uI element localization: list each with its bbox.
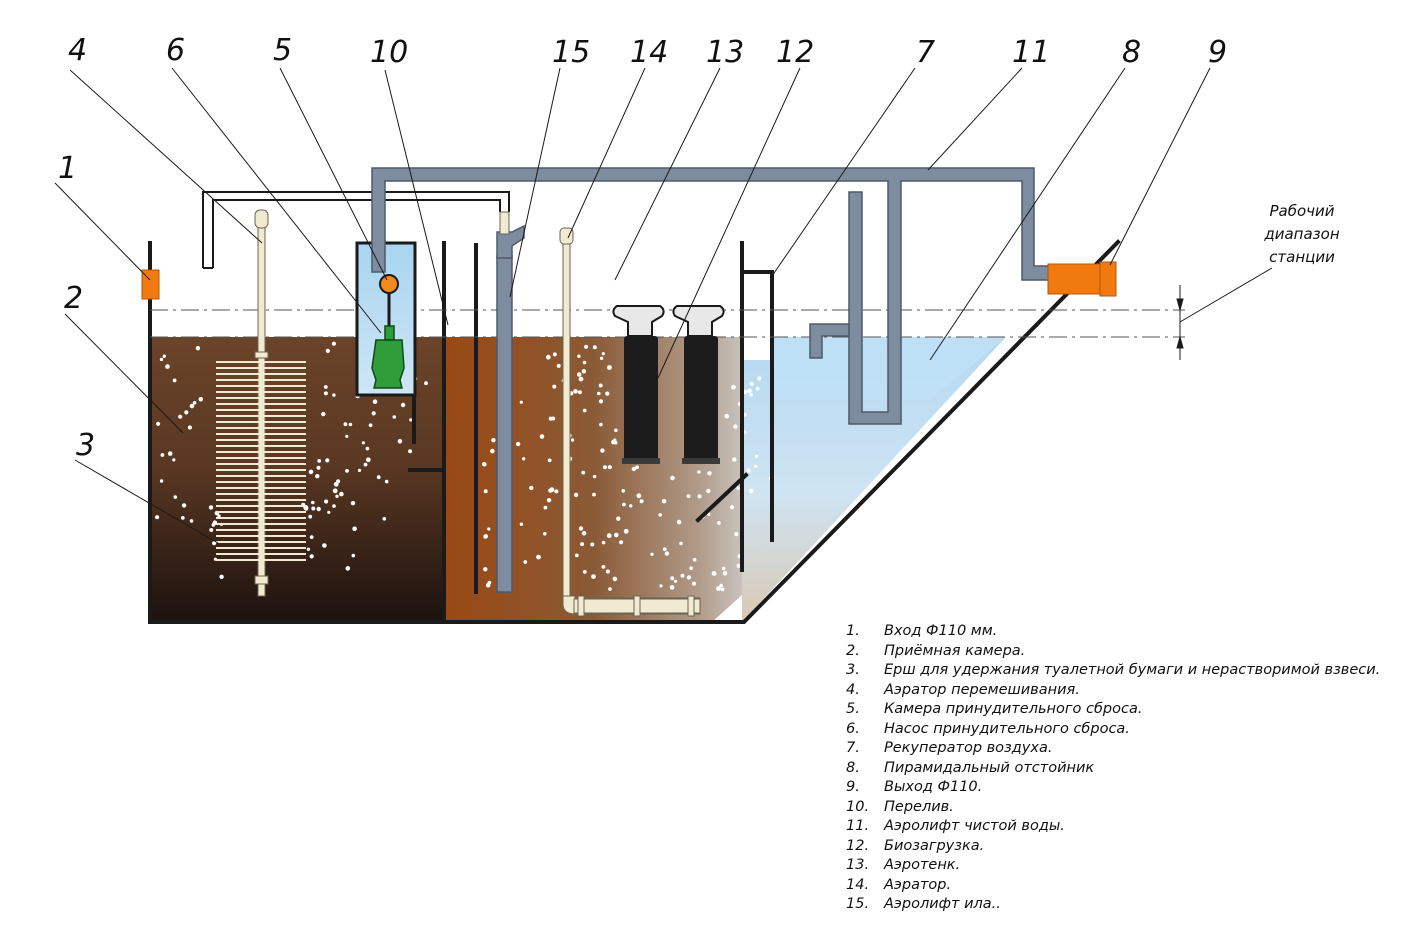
legend-item-1: 1. Вход Ф110 мм. [846, 622, 1380, 642]
legend-text: Аэратор. [884, 876, 952, 893]
working-range-dimension [1176, 267, 1273, 360]
working-range-label-3: станции [1269, 248, 1335, 266]
legend-item-2: 2. Приёмная камера. [846, 642, 1380, 662]
legend-number: 2. [846, 642, 860, 659]
legend-item-7: 7. Рекуператор воздуха. [846, 739, 1380, 759]
legend-item-9: 9. Выход Ф110. [846, 778, 1380, 798]
legend-item-10: 10. Перелив. [846, 798, 1380, 818]
legend-item-5: 5. Камера принудительного сброса. [846, 700, 1380, 720]
bio-media-cartridge-2 [672, 305, 725, 464]
bio-media [612, 305, 725, 464]
mixing-aerator [216, 209, 306, 597]
callout-2: 2 [64, 281, 83, 316]
callout-numbers: 1 2 3 4 6 5 10 15 14 13 12 7 11 8 9 [58, 33, 1227, 463]
legend-number: 5. [846, 701, 860, 717]
legend-number: 8. [846, 759, 860, 776]
legend-text: Ерш для удержания туалетной бумаги и нер… [884, 662, 1381, 678]
inlet-pipe [141, 269, 160, 300]
legend-text: Перелив. [884, 798, 954, 815]
callout-7: 7 [916, 35, 935, 70]
air-supply-line-inner [212, 199, 501, 268]
tank-outline [148, 239, 1121, 624]
legend-text: Выход Ф110. [884, 779, 983, 795]
legend-number: 6. [846, 720, 860, 737]
bristle-brush [216, 361, 306, 561]
callout-4: 4 [68, 33, 87, 68]
legend-item-6: 6. Насос принудительного сброса. [846, 720, 1380, 740]
legend-text: Приёмная камера. [884, 642, 1026, 659]
air-supply-line [202, 191, 510, 268]
aerotank-liquid [444, 337, 742, 622]
callout-6: 6 [166, 33, 185, 68]
legend-item-12: 12. Биозагрузка. [846, 837, 1380, 857]
legend-number: 14. [846, 876, 870, 893]
legend-text: Камера принудительного сброса. [884, 701, 1143, 717]
component-legend: 1. Вход Ф110 мм. 2. Приёмная камера. 3. Ерш… [846, 622, 1380, 915]
callout-11: 11 [1012, 35, 1050, 70]
legend-number: 1. [846, 623, 860, 639]
legend-number: 3. [846, 662, 860, 678]
callout-14: 14 [630, 35, 668, 70]
legend-item-11: 11. Аэролифт чистой воды. [846, 817, 1380, 837]
callout-8: 8 [1122, 35, 1141, 70]
legend-text: Биозагрузка. [884, 837, 985, 854]
settler-liquid [742, 337, 1006, 622]
float-switch [379, 274, 399, 294]
legend-item-3: 3. Ерш для удержания туалетной бумаги и н… [846, 661, 1380, 681]
callout-10: 10 [370, 35, 408, 70]
callout-13: 13 [706, 35, 744, 70]
working-range-label-2: диапазон [1263, 225, 1339, 243]
pump-body [371, 339, 405, 389]
legend-number: 13. [846, 857, 870, 873]
aerator [559, 227, 701, 617]
callout-3: 3 [76, 428, 95, 463]
legend-item-14: 14. Аэратор. [846, 876, 1380, 896]
receiving-chamber-liquid [150, 337, 444, 622]
recuperator-wall [740, 270, 774, 542]
discharge-pump [371, 274, 405, 389]
legend-text: Аэратор перемешивания. [884, 681, 1080, 698]
outlet-pipe [1047, 261, 1117, 297]
legend-number: 10. [846, 798, 870, 815]
legend-number: 12. [846, 837, 870, 854]
legend-number: 15. [846, 896, 870, 912]
legend-text: Аэролифт ила.. [884, 896, 1001, 912]
legend-text: Вход Ф110 мм. [884, 623, 998, 639]
legend-number: 9. [846, 779, 860, 795]
legend-number: 4. [846, 681, 860, 698]
callout-12: 12 [776, 35, 814, 70]
legend-text: Пирамидальный отстойник [884, 759, 1095, 776]
pump-motor [384, 325, 395, 341]
legend-item-13: 13. Аэротенк. [846, 856, 1380, 876]
legend-item-8: 8. Пирамидальный отстойник [846, 759, 1380, 779]
recuperator-air-gap [744, 275, 772, 360]
legend-number: 7. [846, 740, 860, 756]
callout-15: 15 [552, 35, 590, 70]
water-level-lines [150, 309, 1185, 338]
leader-lines [54, 67, 1211, 544]
legend-text: Рекуператор воздуха. [884, 740, 1053, 756]
legend-number: 11. [846, 818, 870, 834]
callout-9: 9 [1208, 35, 1227, 70]
working-range-label-1: Рабочий [1269, 202, 1334, 220]
legend-item-4: 4. Аэратор перемешивания. [846, 681, 1380, 701]
legend-item-15: 15. Аэролифт ила.. [846, 895, 1380, 915]
callout-1: 1 [58, 151, 77, 186]
station-walls [148, 239, 1121, 624]
bio-media-cartridge-1 [612, 305, 665, 464]
legend-text: Аэротенк. [884, 857, 961, 873]
sludge-airlift [496, 211, 525, 593]
legend-text: Аэролифт чистой воды. [884, 818, 1065, 834]
legend-text: Насос принудительного сброса. [884, 720, 1130, 737]
settler-baffle [695, 472, 749, 523]
callout-5: 5 [273, 33, 292, 68]
